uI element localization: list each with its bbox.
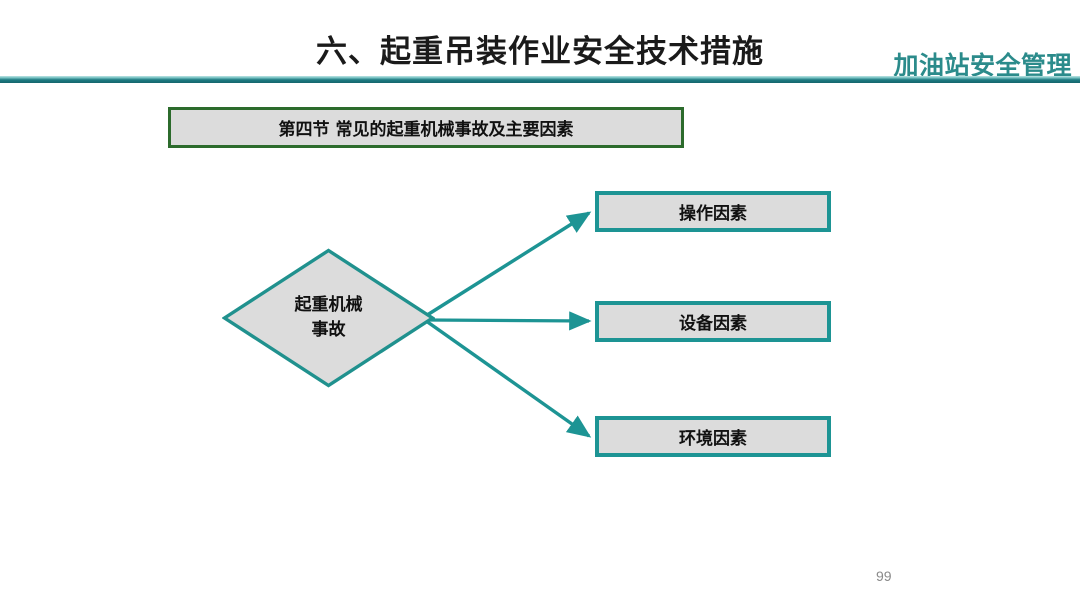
page-title: 六、起重吊装作业安全技术措施: [316, 34, 764, 70]
connector-to-equipment-factor: [427, 311, 592, 331]
section-banner: 第四节 常见的起重机械事故及主要因素: [168, 107, 684, 148]
factor-label: 设备因素: [679, 314, 747, 334]
brand-label: 加油站安全管理: [893, 51, 1072, 80]
connector-to-environment-factor: [411, 309, 592, 438]
header-divider: [0, 76, 1080, 83]
section-banner-label: 第四节 常见的起重机械事故及主要因素: [278, 120, 574, 140]
node-label-line2: 事故: [311, 320, 346, 340]
factor-box-equipment: 设备因素: [595, 301, 831, 342]
page-number: 99: [876, 568, 892, 584]
factor-box-environment: 环境因素: [595, 416, 831, 457]
node-crane-accident: 起重机械 事故: [222, 248, 435, 388]
node-label-line1: 起重机械: [294, 295, 363, 316]
node-label: 起重机械 事故: [222, 248, 435, 388]
factor-label: 操作因素: [679, 204, 747, 224]
diamond-shape: [222, 248, 435, 388]
factor-label: 环境因素: [679, 429, 747, 449]
factor-box-operation: 操作因素: [595, 191, 831, 232]
